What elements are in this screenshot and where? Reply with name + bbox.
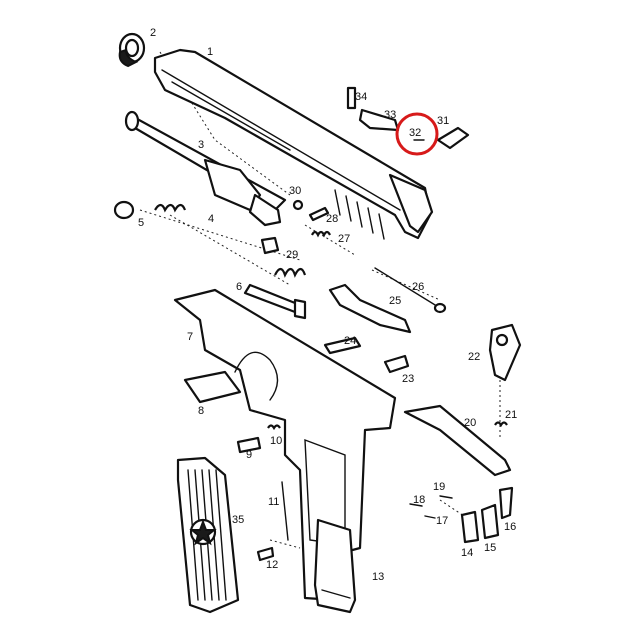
part-12-pin <box>256 546 275 562</box>
part-5-bushing-ring <box>113 200 135 220</box>
label-part-19: 19 <box>433 481 445 493</box>
part-4-recoil-spring-front <box>154 203 187 213</box>
label-part-29: 29 <box>286 249 298 261</box>
label-part-33: 33 <box>384 109 396 121</box>
label-part-30: 30 <box>289 185 301 197</box>
label-part-12: 12 <box>266 559 278 571</box>
part-9-screw <box>236 436 262 454</box>
part-20-safety-bar <box>403 404 512 477</box>
label-part-1: 1 <box>207 46 213 58</box>
part-2-barrel-bushing <box>118 32 146 68</box>
label-part-18: 18 <box>413 494 425 506</box>
part-35-grip-panel <box>176 456 240 614</box>
label-part-26: 26 <box>412 281 424 293</box>
label-part-20: 20 <box>464 417 476 429</box>
label-part-16: 16 <box>504 521 516 533</box>
label-part-7: 7 <box>187 331 193 343</box>
part-34-pin <box>346 86 357 110</box>
label-part-9: 9 <box>246 449 252 461</box>
label-part-2: 2 <box>150 27 156 39</box>
label-part-3: 3 <box>198 139 204 151</box>
part-30-pin <box>292 199 304 211</box>
part-17-pin <box>424 515 436 519</box>
callout-labels: 1 2 3 4 5 6 7 8 9 10 11 12 13 14 15 16 1… <box>138 27 517 583</box>
part-29-catch <box>260 236 280 255</box>
label-part-13: 13 <box>372 571 384 583</box>
part-33-extractor <box>358 108 400 132</box>
part-13-magazine <box>313 518 357 614</box>
part-31-rear-sight <box>436 126 470 150</box>
label-part-25: 25 <box>389 295 401 307</box>
part-1-slide <box>153 48 434 240</box>
part-18-pin <box>409 503 423 507</box>
label-part-4: 4 <box>208 213 214 225</box>
label-part-17: 17 <box>436 515 448 527</box>
part-16-spring-lever <box>498 486 514 520</box>
part-23-pin-block <box>383 354 410 374</box>
part-25-hammer-link <box>328 283 412 334</box>
part-11-lever <box>281 481 289 541</box>
part-19-pin <box>439 495 453 499</box>
label-part-27: 27 <box>338 233 350 245</box>
highlight-circle <box>395 112 439 156</box>
part-22-hammer <box>488 323 522 382</box>
label-part-15: 15 <box>484 542 496 554</box>
label-part-35: 35 <box>232 514 244 526</box>
label-part-34: 34 <box>355 91 367 103</box>
label-part-10: 10 <box>270 435 282 447</box>
label-part-31: 31 <box>437 115 449 127</box>
part-24-sear-bar <box>323 336 362 355</box>
part-8-trigger <box>183 370 242 404</box>
part-6-spring-guide <box>243 267 307 320</box>
part-3-barrel <box>124 110 287 227</box>
label-part-28: 28 <box>326 213 338 225</box>
part-14-sear <box>460 510 480 544</box>
part-10-spring <box>267 424 281 431</box>
label-part-32: 32 <box>409 127 421 139</box>
label-part-5: 5 <box>138 217 144 229</box>
part-27-spring <box>311 230 331 238</box>
label-part-6: 6 <box>236 281 242 293</box>
part-26-firing-pin <box>374 267 447 314</box>
part-15-disconnector <box>480 503 500 540</box>
label-part-14: 14 <box>461 547 473 559</box>
label-part-23: 23 <box>402 373 414 385</box>
part-21-spring <box>494 421 508 428</box>
label-part-11: 11 <box>268 496 279 508</box>
label-part-8: 8 <box>198 405 204 417</box>
part-28-screw <box>308 206 330 222</box>
label-part-24: 24 <box>344 335 356 347</box>
label-part-21: 21 <box>505 409 517 421</box>
label-part-22: 22 <box>468 351 480 363</box>
